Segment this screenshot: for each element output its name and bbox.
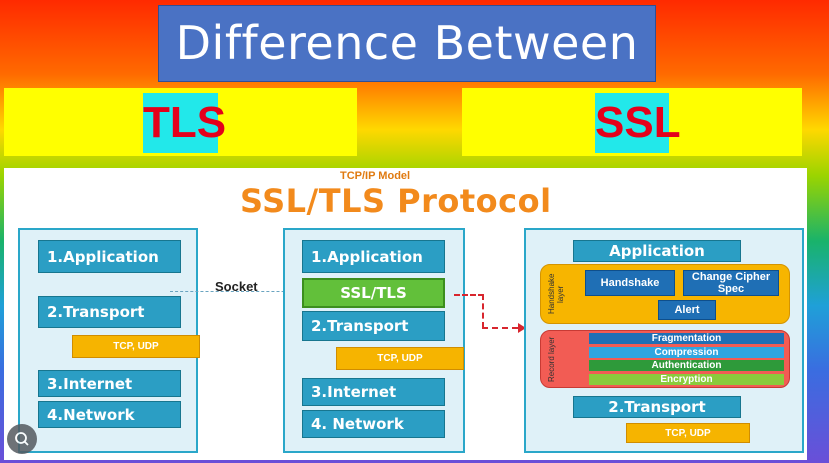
middle-network-layer: 4. Network xyxy=(302,410,445,438)
compression-bar: Compression xyxy=(589,347,784,358)
alert-protocol: Alert xyxy=(658,300,716,320)
arrow-segment-down xyxy=(482,294,484,328)
handshake-layer-label: Handshake layer xyxy=(547,273,565,315)
page-title: Difference Between xyxy=(158,5,656,82)
left-transport-layer: 2.Transport xyxy=(38,296,181,328)
fragmentation-bar: Fragmentation xyxy=(589,333,784,344)
authentication-bar: Authentication xyxy=(589,360,784,371)
right-tcp-udp: TCP, UDP xyxy=(626,423,750,443)
socket-line xyxy=(170,291,315,292)
visual-search-icon[interactable] xyxy=(7,424,37,454)
left-tcp-udp: TCP, UDP xyxy=(72,335,200,358)
handshake-protocol: Handshake xyxy=(585,270,675,296)
tls-label: TLS xyxy=(143,93,226,153)
encryption-bar: Encryption xyxy=(589,374,784,385)
middle-application-layer: 1.Application xyxy=(302,240,445,273)
socket-label: Socket xyxy=(215,279,258,294)
left-internet-layer: 3.Internet xyxy=(38,370,181,397)
arrow-segment-bottom xyxy=(482,327,518,329)
arrow-head-icon xyxy=(518,323,526,333)
middle-internet-layer: 3.Internet xyxy=(302,378,445,406)
left-network-layer: 4.Network xyxy=(38,401,181,428)
ssl-label: SSL xyxy=(595,93,681,153)
change-cipher-spec-protocol: Change Cipher Spec xyxy=(683,270,779,296)
ssl-tls-layer: SSL/TLS xyxy=(302,278,445,308)
model-label: TCP/IP Model xyxy=(340,170,411,182)
middle-tcp-udp: TCP, UDP xyxy=(336,347,464,370)
protocol-title: SSL/TLS Protocol xyxy=(240,182,552,220)
right-transport-layer: 2.Transport xyxy=(573,396,741,418)
record-layer-label: Record layer xyxy=(547,336,556,382)
right-application-layer: Application xyxy=(573,240,741,262)
middle-transport-layer: 2.Transport xyxy=(302,311,445,341)
arrow-segment-top xyxy=(454,294,484,296)
left-application-layer: 1.Application xyxy=(38,240,181,273)
